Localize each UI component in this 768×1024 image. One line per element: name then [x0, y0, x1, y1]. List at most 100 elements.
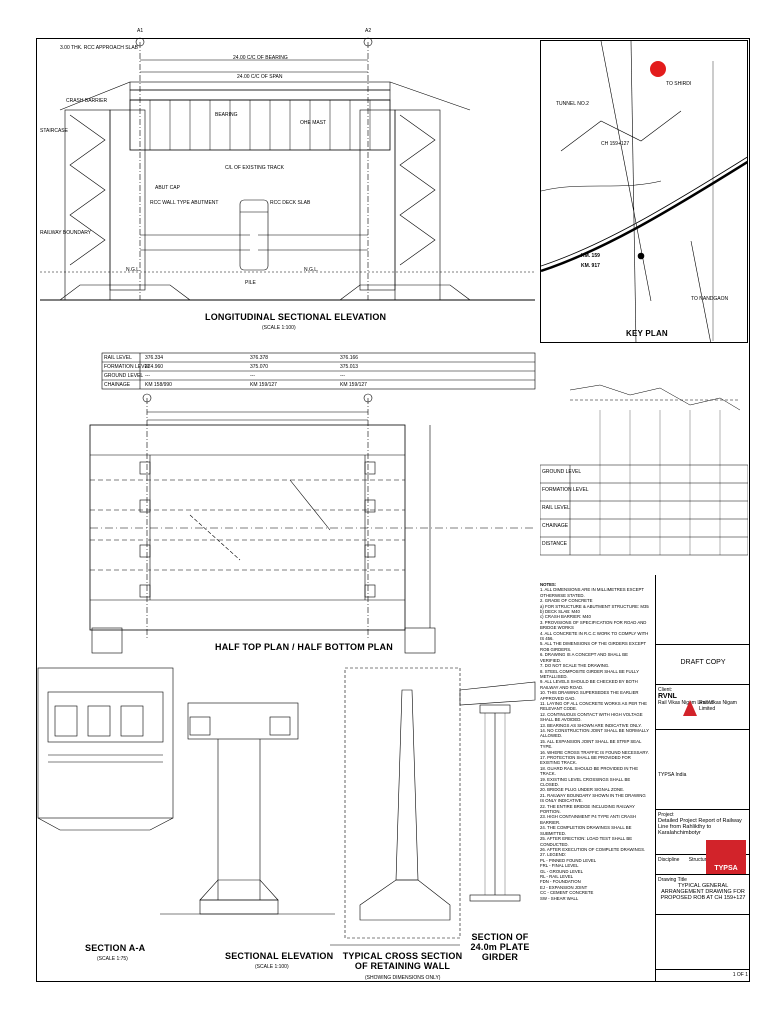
drawing-title-value: TYPICAL GENERAL ARRANGEMENT DRAWING FOR …	[660, 883, 746, 901]
note-line: FDN - FOUNDATION	[540, 879, 581, 885]
note-line: GL - GROUND LEVEL	[540, 868, 584, 874]
note-line: 10. THIS DRAWING SUPERSEDES THE EARLIER …	[540, 690, 639, 701]
note-line: 7. DO NOT SCALE THE DRAWING.	[540, 663, 610, 669]
approach-slab-label: 3.00 THK. RCC APPROACH SLAB	[60, 45, 138, 51]
note-line: CC - CEMENT CONCRETE	[540, 890, 594, 896]
note-line: a) FOR STRUCTURE & ABUTMENT STRUCTURE: M…	[540, 603, 649, 609]
project-label: Project	[658, 812, 674, 818]
abut-cap-label: ABUT CAP	[155, 185, 180, 191]
longitudinal-scale: (SCALE 1:100)	[262, 325, 296, 331]
consultant-section: TYPSA India	[656, 730, 750, 810]
ohe-mast-label: OHE MAST	[300, 120, 327, 126]
sectional-elev-title: SECTIONAL ELEVATION	[225, 951, 334, 961]
approval-grid	[656, 915, 750, 970]
ngl-right-label: N.G.L.	[304, 267, 319, 273]
location-marker-icon	[650, 61, 666, 77]
profile-row-label: RAIL LEVEL	[542, 505, 570, 511]
crash-barrier-label: CRASH BARRIER	[66, 98, 108, 104]
key-plan-road2: TO SHIRDI	[666, 81, 692, 87]
general-notes: NOTES: 1. ALL DIMENSIONS ARE IN MILLIMET…	[540, 582, 650, 982]
table-cell: KM 159/127	[250, 382, 277, 388]
note-line: 13. BEARINGS AS SHOWN ARE INDICATIVE ONL…	[540, 722, 642, 728]
note-line: b) DECK SLAB: M40	[540, 609, 580, 615]
note-line: 11. LAYING OF ALL CONCRETE WORKS AS PER …	[540, 700, 648, 712]
key-plan-tunnel: TUNNEL NO.2	[556, 101, 589, 107]
rvnl-logo: Rail Vikas Nigam Limited	[683, 700, 743, 722]
key-plan-km1: KM. 159	[581, 253, 600, 259]
table-cell: 376.166	[340, 355, 359, 361]
note-line: 21. RAILWAY BOUNDARY SHOWN IN THE DRAWIN…	[540, 792, 646, 804]
note-line: 24. THE COMPLETION DRAWINGS SHALL BE SUB…	[540, 825, 632, 836]
table-cell: 374.960	[145, 364, 164, 370]
road-boundary-label: RAILWAY BOUNDARY	[40, 230, 92, 236]
project-name: Detailed Project Report of Railway Line …	[658, 818, 742, 836]
key-plan-road1: TO NANDGAON	[691, 296, 729, 302]
section-aa-title: SECTION A-A	[85, 943, 146, 953]
note-line: 19. EXISTING LEVEL CROSSINGS SHALL BE CL…	[540, 776, 631, 788]
note-line: c) CRASH BARRIER: M40	[540, 614, 591, 620]
discipline-label: Discipline	[658, 857, 680, 863]
note-line: 6. DRAWING IS A CONCEPT AND SHALL BE VER…	[540, 652, 628, 663]
staircase-label: STAIRCASE	[40, 128, 68, 134]
longitudinal-title: LONGITUDINAL SECTIONAL ELEVATION	[205, 312, 387, 322]
table-cell: KM 159/127	[340, 382, 367, 388]
rvnl-emblem-icon	[683, 700, 697, 716]
note-line: PL - PINNED FOUND LEVEL	[540, 857, 597, 863]
table-row-label: RAIL LEVEL	[104, 355, 132, 361]
note-line: 2. GRADE OF CONCRETE	[540, 598, 593, 604]
axis-a2-label: A2	[365, 28, 372, 34]
draft-copy: DRAFT COPY	[656, 645, 750, 685]
longitudinal-profile: GROUND LEVEL FORMATION LEVEL RAIL LEVEL …	[540, 350, 748, 565]
note-line: 23. HIGH CONTAINMENT P4 TYPE ANTI CRASH …	[540, 814, 636, 825]
note-line: 16. WHERE CROSS TRAFFIC IS FOUND NECESSA…	[540, 749, 649, 755]
profile-graph	[540, 384, 748, 556]
key-plan-km2: KM. 917	[581, 263, 600, 269]
profile-row-label: DISTANCE	[542, 541, 567, 547]
typsa-logo: TYPSA	[706, 840, 746, 874]
note-line: FRL - FINAL LEVEL	[540, 863, 579, 869]
ngl-left-label: N.G.L.	[126, 267, 141, 273]
note-line: 17. PROTECTION SHALL BE PROVIDED FOR EXI…	[540, 755, 631, 766]
note-line: 14. NO CONSTRUCTION JOINT SHALL BE NORMA…	[540, 727, 649, 739]
key-plan-title: KEY PLAN	[626, 329, 668, 338]
plan-title: HALF TOP PLAN / HALF BOTTOM PLAN	[215, 642, 393, 652]
table-cell: 375.013	[340, 364, 359, 370]
pile-label: PILE	[245, 280, 256, 286]
profile-row-label: CHAINAGE	[542, 523, 569, 529]
discipline-value: Structure	[688, 857, 710, 863]
track-label: C/L OF EXISTING TRACK	[225, 165, 284, 171]
section-aa-scale: (SCALE 1:75)	[97, 956, 128, 962]
note-line: 20. BRIDGE PLUG UNDER SIGNAL ZONE.	[540, 787, 625, 793]
key-plan-map	[541, 41, 747, 342]
client-section: Client: RVNL Rail Vikas Nigam Limited	[656, 685, 750, 730]
note-line: 27. LEGEND:	[540, 852, 567, 858]
span2-label: 24.00 C/C OF SPAN	[237, 74, 283, 80]
table-cell: 376.378	[250, 355, 269, 361]
table-row-label: CHAINAGE	[104, 382, 131, 388]
discipline-section: Discipline Structure	[656, 855, 750, 875]
deck-label: RCC DECK SLAB	[270, 200, 311, 206]
plate-girder-title: SECTION OF 24.0m PLATE GIRDER	[470, 932, 530, 962]
rvnl-logo-text: Rail Vikas Nigam Limited	[699, 700, 737, 712]
title-block: DRAFT COPY Client: RVNL Rail Vikas Nigam…	[655, 575, 750, 982]
drawing-sheet	[36, 38, 750, 982]
note-line: 26. AFTER EXECUTION OF COMPLETE DRAWINGS…	[540, 846, 646, 852]
note-line: EJ - EXPANSION JOINT	[540, 884, 588, 890]
sheet-number: 1 OF 1	[732, 972, 748, 978]
table-row-label: GROUND LEVEL	[104, 373, 144, 379]
table-cell: ---	[340, 373, 345, 379]
client-name: RVNL	[658, 693, 677, 700]
note-line: 25. AFTER ERECTION: LOAD TEST SHALL BE C…	[540, 836, 633, 847]
drawing-title-section: Drawing Title TYPICAL GENERAL ARRANGEMEN…	[656, 875, 750, 915]
retaining-wall-subtitle: (SHOWING DIMENSIONS ONLY)	[365, 975, 441, 981]
table-cell: ---	[145, 373, 150, 379]
span-label: 24.00 C/C OF BEARING	[233, 55, 288, 61]
note-line: 18. GUARD RAIL SHOULD BE PROVIDED IN THE…	[540, 765, 639, 777]
retaining-wall-title: TYPICAL CROSS SECTION OF RETAINING WALL	[342, 951, 463, 971]
bearing-label: BEARING	[215, 112, 238, 118]
axis-a1-label: A1	[137, 28, 144, 34]
note-line: 15. ALL EXPANSION JOINT SHALL BE STRIP S…	[540, 738, 642, 750]
drawing-title-label: Drawing Title	[658, 877, 687, 883]
note-line: SW - SHEAR WALL	[540, 895, 579, 901]
